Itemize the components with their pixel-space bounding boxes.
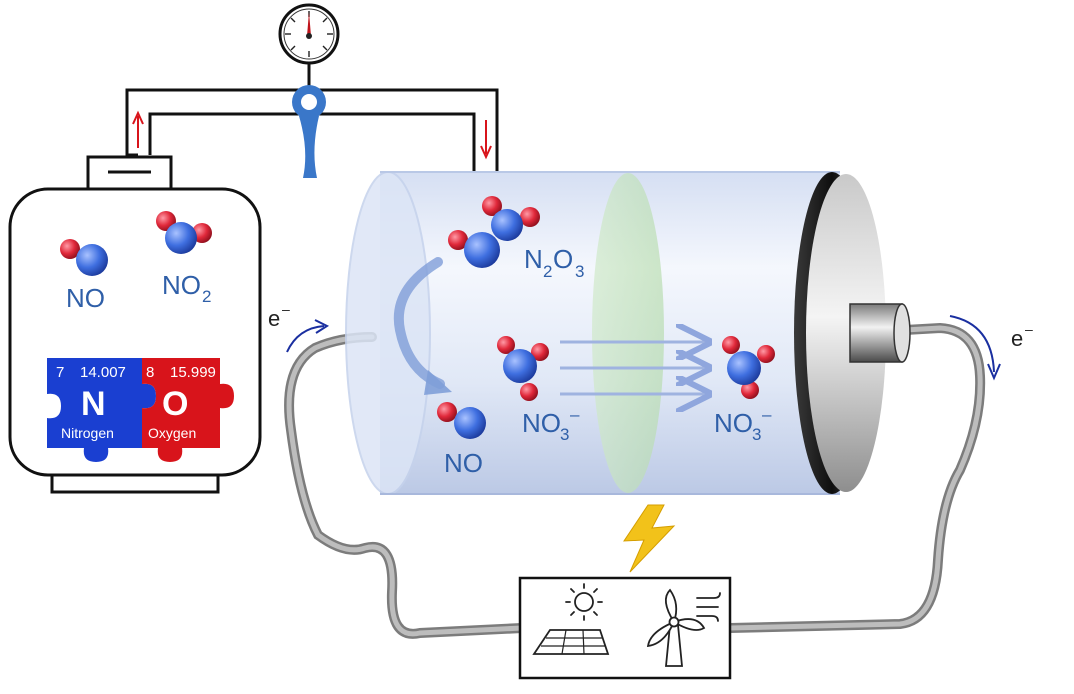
svg-text:Oxygen: Oxygen <box>148 425 196 441</box>
svg-text:3: 3 <box>575 262 584 281</box>
nitrate-right-label: NO 3 – <box>714 405 772 444</box>
svg-text:2: 2 <box>202 287 211 306</box>
svg-text:–: – <box>762 405 772 424</box>
solar-panel-icon <box>532 629 610 655</box>
svg-text:14.007: 14.007 <box>80 364 126 381</box>
nitrate-molecule-left-icon <box>497 336 549 401</box>
electron-left-label: e – <box>268 301 290 331</box>
valve-icon <box>292 85 326 178</box>
sun-icon <box>565 583 603 621</box>
no-molecule-icon <box>60 239 108 276</box>
svg-text:2: 2 <box>543 262 552 281</box>
no2-label: NO 2 <box>162 270 211 306</box>
no2-molecule-icon <box>156 211 212 254</box>
svg-text:3: 3 <box>560 425 569 444</box>
nitrate-left-label: NO 3 – <box>522 405 580 444</box>
reaction-curve-arrow <box>393 257 452 395</box>
svg-text:Nitrogen: Nitrogen <box>61 425 114 441</box>
svg-text:8: 8 <box>146 364 154 381</box>
nitrogen-element-tile: 7 14.007 N Nitrogen <box>47 358 156 462</box>
electron-right-label: e – <box>1011 321 1033 351</box>
svg-text:NO: NO <box>444 448 483 478</box>
n2o3-molecule-icon <box>448 196 540 268</box>
svg-text:NO: NO <box>162 270 201 300</box>
no-label: NO <box>66 283 105 313</box>
svg-text:–: – <box>570 405 580 424</box>
circuit-wire <box>284 322 986 639</box>
svg-text:7: 7 <box>56 364 64 381</box>
wind-turbine-icon <box>646 588 706 667</box>
nitrate-molecule-right-icon <box>722 336 775 399</box>
no-product-label: NO <box>444 448 483 478</box>
svg-text:O: O <box>553 244 573 274</box>
migration-arrows <box>560 342 706 394</box>
svg-text:e: e <box>268 306 280 331</box>
electron-arrow-left <box>286 319 330 353</box>
svg-text:N: N <box>524 244 543 274</box>
svg-text:15.999: 15.999 <box>170 364 216 381</box>
flow-arrow-up <box>132 110 144 148</box>
membrane <box>592 173 664 493</box>
svg-text:O: O <box>162 385 188 423</box>
pressure-gauge-icon <box>278 3 340 88</box>
n2o3-label: N 2 O 3 <box>524 244 584 281</box>
oxygen-element-tile: 8 15.999 O Oxygen <box>142 358 234 462</box>
no-product-molecule-icon <box>437 402 486 439</box>
svg-text:NO: NO <box>522 408 561 438</box>
svg-text:N: N <box>81 385 106 423</box>
svg-text:–: – <box>282 301 290 317</box>
lightning-icon <box>623 504 676 573</box>
svg-text:NO: NO <box>66 283 105 313</box>
svg-text:e: e <box>1011 326 1023 351</box>
svg-text:NO: NO <box>714 408 753 438</box>
wind-lines-icon <box>696 592 721 622</box>
svg-text:3: 3 <box>752 425 761 444</box>
electron-arrow-right <box>949 315 1001 381</box>
flow-arrow-down <box>480 120 492 160</box>
svg-text:–: – <box>1025 321 1033 337</box>
cell-end-cap <box>794 172 886 494</box>
electrode-terminal <box>849 303 911 363</box>
